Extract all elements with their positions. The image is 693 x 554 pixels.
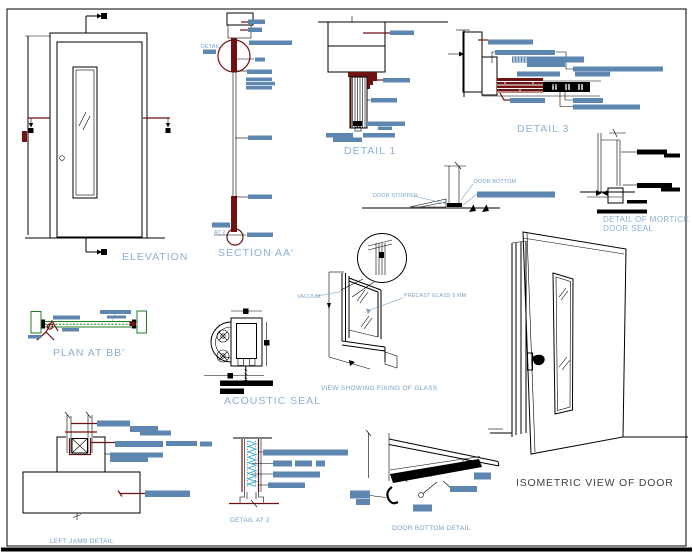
mortice-annotation-bars <box>597 149 680 214</box>
vacuum-label: VACUUM <box>297 294 321 300</box>
door-stopper-label: DOOR STOPPER <box>373 193 418 199</box>
section-aa-annotation-bars <box>203 19 292 237</box>
mortice-seal-label-line2: DOOR SEAL <box>603 224 653 233</box>
detail-3-view: DETAIL 3 <box>448 29 663 135</box>
door-bottom-detail-label: DOOR BOTTOM DETAIL <box>392 525 471 532</box>
isometric-label: ISOMETRIC VIEW OF DOOR <box>516 477 674 489</box>
section-aa-view: DETAIL AT 2 SECTION AA' <box>201 12 294 259</box>
door-bottom-annotation-bar <box>477 191 555 198</box>
acoustic-seal-view: ACOUSTIC SEAL <box>204 308 321 407</box>
detail-marker-label: DETAIL <box>201 44 220 50</box>
acoustic-annotation-bars <box>220 380 273 394</box>
mortice-seal-label-line1: DETAIL OF MORTICE <box>603 215 689 224</box>
plan-bb-view: PLAN AT BB' <box>28 310 147 359</box>
detail-at-2-annotation-bars <box>263 449 348 488</box>
sheet-border <box>1 8 692 552</box>
detail-3-annotation-bars <box>488 39 663 110</box>
left-jamb-view: LEFT JAMB DETAIL <box>22 411 212 545</box>
glass-fixing-view: VACUUM PRECAST GLASS 6 MM VIEW SHOWING F… <box>297 233 466 392</box>
left-jamb-annotation-bars <box>97 420 212 497</box>
precast-glass-label: PRECAST GLASS 6 MM <box>404 293 466 299</box>
section-aa-label: SECTION AA' <box>218 247 294 259</box>
elevation-label: ELEVATION <box>122 251 188 263</box>
left-jamb-label: LEFT JAMB DETAIL <box>50 538 114 545</box>
plan-annotation-bars <box>28 310 131 339</box>
elevation-view: ELEVATION <box>22 13 188 263</box>
door-bottom-annotation-bars <box>350 472 491 512</box>
at-2-marker-label: AT 2 <box>214 230 226 236</box>
door-bottom-label: DOOR BOTTOM <box>474 179 516 185</box>
detail-1-view: DETAIL 1 <box>318 16 448 157</box>
glass-fixing-label: VIEW SHOWING FIXING OF GLASS <box>321 385 438 392</box>
detail-1-label: DETAIL 1 <box>344 145 396 157</box>
detail-3-label: DETAIL 3 <box>517 123 569 135</box>
detail-at-2-label: DETAIL AT 2 <box>230 517 270 524</box>
acoustic-seal-label: ACOUSTIC SEAL <box>224 395 321 407</box>
detail-at-2-view: DETAIL AT 2 <box>229 437 348 524</box>
door-stopper-sketch: DOOR STOPPER DOOR BOTTOM <box>362 161 555 212</box>
door-bottom-detail-view: DOOR BOTTOM DETAIL <box>350 428 503 532</box>
isometric-door-view: ISOMETRIC VIEW OF DOOR <box>490 231 688 489</box>
detail-1-annotation-bars <box>326 30 414 142</box>
mortice-seal-view: DETAIL OF MORTICE DOOR SEAL <box>580 128 689 233</box>
plan-bb-label: PLAN AT BB' <box>53 347 125 359</box>
